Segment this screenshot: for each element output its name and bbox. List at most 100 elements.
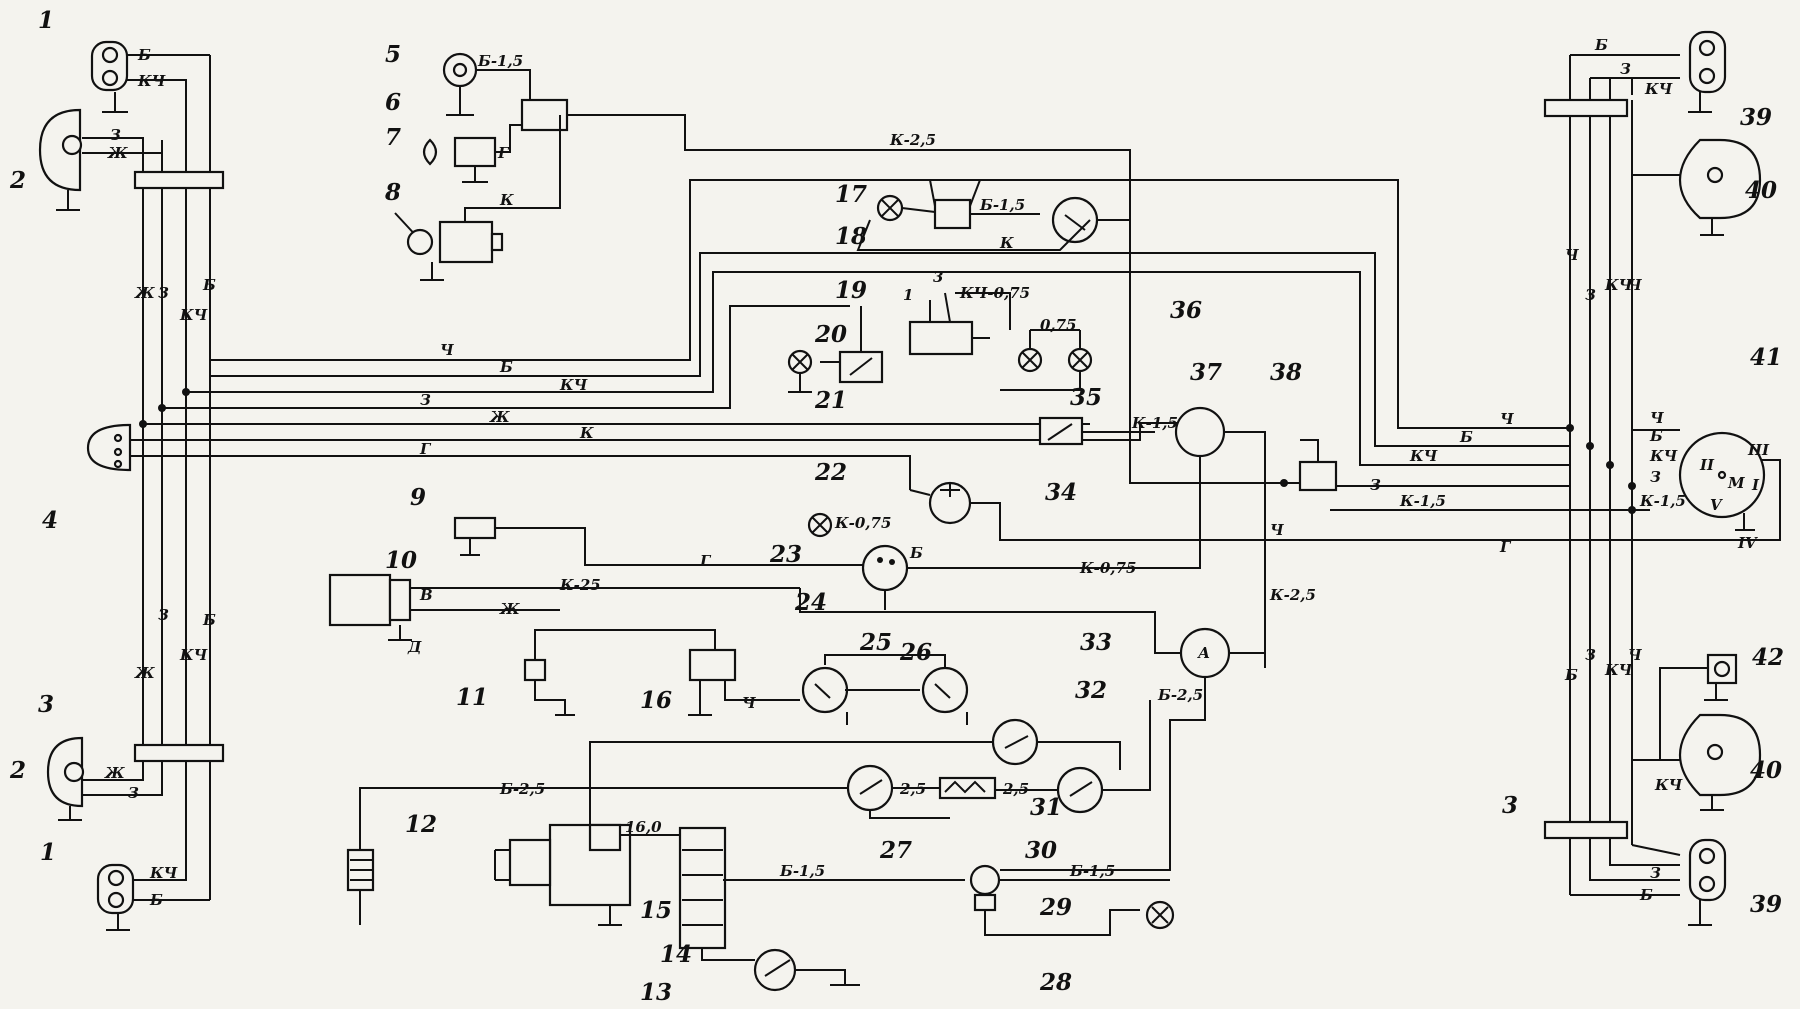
gauge-25 (801, 666, 849, 714)
wl: З (110, 126, 121, 144)
wl: Б (909, 544, 923, 562)
generator-10 (328, 573, 392, 627)
wl: К-25 (559, 576, 601, 594)
wl: Б-2,5 (499, 780, 545, 798)
wl: К (499, 191, 514, 209)
wl: КЧ (1644, 80, 1673, 98)
label-c3-top: 3 (38, 691, 54, 718)
label-c8: 8 (384, 179, 401, 206)
wl: Ч (1565, 246, 1579, 264)
socket-label-iv: IV (1737, 534, 1758, 552)
wl: Ж (489, 408, 510, 426)
wl: Д (407, 638, 422, 656)
wl: К (999, 234, 1014, 252)
label-c30: 30 (1025, 837, 1057, 864)
label-c12: 12 (405, 811, 437, 838)
wl: КЧ (1649, 447, 1678, 465)
wl: 1 (903, 286, 913, 304)
wl: З (1620, 60, 1631, 78)
right-harness (999, 30, 1781, 926)
junction-block-top (133, 170, 225, 190)
wl: Б-1,5 (1069, 862, 1115, 880)
wl: КЧ (1604, 661, 1633, 679)
wl: Ч (440, 341, 454, 359)
label-c31: 31 (1030, 794, 1062, 821)
top-center-group (394, 52, 1131, 281)
label-c22: 22 (814, 459, 847, 486)
label-c5: 5 (385, 41, 401, 68)
label-c36: 36 (1170, 297, 1202, 324)
wl: К (579, 424, 594, 442)
wl: Б-2,5 (1157, 686, 1203, 704)
wl: З (1585, 286, 1596, 304)
wl: Г (497, 144, 510, 162)
label-c40-top: 40 (1745, 177, 1777, 204)
label-c4: 4 (42, 507, 58, 534)
wl: З (1650, 864, 1661, 882)
label-c19: 19 (835, 277, 867, 304)
wl: Ч (1270, 521, 1284, 539)
label-c15: 15 (640, 897, 672, 924)
label-c11: 11 (456, 684, 488, 711)
gauge-24 (861, 544, 909, 592)
tail-light-bottom (1688, 838, 1727, 902)
motor-8 (438, 220, 494, 264)
wl: К-1,5 (1399, 492, 1446, 510)
wl: Ж (134, 664, 155, 682)
lower-center-group (346, 588, 1265, 992)
wl: КЧ (149, 864, 178, 882)
label-c33: 33 (1080, 629, 1112, 656)
label-c32: 32 (1075, 677, 1107, 704)
wl: Б (149, 891, 163, 909)
socket-label-m: М (1727, 474, 1745, 492)
wl: Ч (1500, 410, 1514, 428)
wl: Б (137, 46, 151, 64)
battery-14 (678, 826, 727, 950)
headlight-top (38, 108, 82, 192)
label-c37: 37 (1190, 359, 1222, 386)
label-c16: 16 (640, 687, 672, 714)
wl: Б (1649, 427, 1663, 445)
label-c7: 7 (385, 124, 401, 151)
component-numbers: 1 2 3 4 2 1 5 6 7 8 9 10 11 12 13 14 15 … (9, 7, 1784, 1006)
label-c34: 34 (1045, 479, 1077, 506)
wl: КЧ (1604, 276, 1633, 294)
label-c14: 14 (660, 941, 692, 968)
wl: К-1,5 (1131, 414, 1178, 432)
label-c39-bot: 39 (1750, 891, 1782, 918)
label-c39-top: 39 (1740, 104, 1772, 131)
wl: Б (1639, 886, 1653, 904)
connector-29 (969, 864, 1001, 896)
tail-light-top (1688, 30, 1727, 94)
wl: КЧ (559, 376, 588, 394)
wl: 16,0 (625, 818, 662, 836)
wl: Ж (499, 600, 520, 618)
label-c24: 24 (794, 589, 827, 616)
wl: 2,5 (1002, 780, 1029, 798)
label-c40-bot: 40 (1750, 757, 1782, 784)
wl: КЧ (179, 306, 208, 324)
center-group (328, 330, 1570, 668)
wl: Б (202, 276, 216, 294)
label-c18: 18 (835, 223, 867, 250)
label-c38: 38 (1270, 359, 1302, 386)
wl: КЧ-0,75 (959, 284, 1030, 302)
wl: Б (202, 611, 216, 629)
left-harness (38, 40, 225, 931)
wl: З (158, 606, 169, 624)
label-c41: 41 (1750, 344, 1782, 371)
wl: Ч (1628, 646, 1642, 664)
label-c6: 6 (385, 89, 401, 116)
wl: Б-1,5 (779, 862, 825, 880)
switch-19 (908, 320, 974, 356)
wl: К-2,5 (1269, 586, 1316, 604)
label-c13: 13 (640, 979, 672, 1005)
wl: 2,5 (899, 780, 926, 798)
center-top-group (787, 179, 1131, 393)
socket-label-i: I (1751, 476, 1760, 494)
wl: КЧ (1654, 776, 1683, 794)
label-c1-top: 1 (38, 7, 54, 34)
wl: КЧ (179, 646, 208, 664)
wl: 0,75 (1040, 316, 1077, 334)
